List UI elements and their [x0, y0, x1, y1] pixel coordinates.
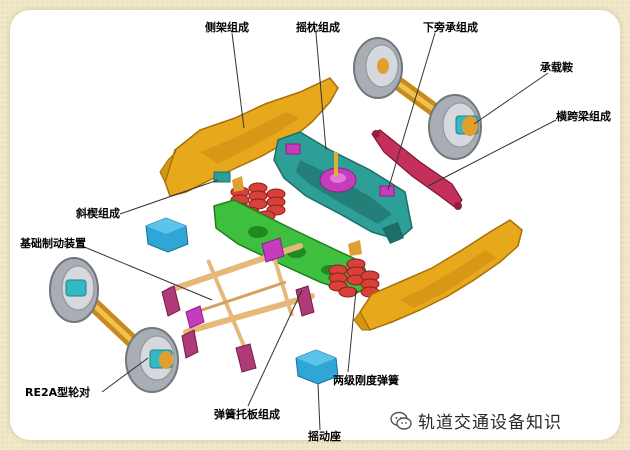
brake-cross-rod: [195, 280, 287, 314]
leader-wheelset: [101, 357, 149, 393]
side-frame-left: [159, 77, 339, 197]
brake-lever-mid: [185, 305, 205, 329]
leader-side-frame: [231, 32, 245, 129]
leader-rocker-seat: [317, 383, 321, 431]
cross-beam-end-top: [372, 130, 380, 138]
side-frame-left-window: [200, 112, 300, 164]
side-frame-right: [353, 219, 523, 331]
label-brake: 基础制动装置: [20, 237, 86, 250]
label-adapter: 承载鞍: [540, 61, 573, 74]
center-pin: [334, 152, 338, 176]
side-frame-right-window: [400, 250, 496, 308]
bolster-shadow: [296, 160, 392, 224]
label-wedge: 斜楔组成: [76, 207, 120, 220]
cross-beam-end-bottom: [454, 202, 462, 210]
front-axle-end: [159, 351, 173, 369]
leader-bolster: [315, 32, 327, 151]
wedge-upper: [232, 176, 244, 192]
brake-shoe-4: [295, 285, 315, 317]
wheelset-front: [49, 257, 179, 393]
brake-rigging: [161, 237, 315, 373]
leader-side-bearing: [387, 32, 436, 191]
brake-shoe-1: [161, 285, 181, 317]
watermark-text: 轨道交通设备知识: [418, 413, 562, 433]
spring-plank-hole-1: [248, 226, 268, 238]
label-bolster: 摇枕组成: [296, 21, 340, 34]
label-rocker-seat: 摇动座: [308, 430, 341, 443]
brake-shoe-2: [181, 329, 199, 359]
cross-beam: [371, 129, 463, 210]
spring-group-lower: [328, 240, 380, 298]
leader-lines: [81, 32, 557, 431]
label-cross-beam: 横跨梁组成: [556, 110, 611, 123]
label-side-frame: 侧架组成: [205, 21, 249, 34]
bolster: [273, 131, 413, 244]
leader-brake: [81, 245, 213, 301]
rear-wheel-left-axle-end: [377, 58, 389, 74]
leader-wedge: [119, 179, 219, 215]
label-spring-plank: 弹簧托板组成: [214, 408, 280, 421]
brake-shoe-3: [235, 343, 257, 373]
side-frame-right-end: [353, 311, 371, 331]
label-side-bearing: 下旁承组成: [423, 21, 478, 34]
front-adapter-left: [65, 279, 87, 297]
wechat-icon: [390, 411, 412, 430]
leader-spring-plank: [247, 289, 303, 407]
wedge-lower: [348, 240, 362, 256]
rocker-seats: [145, 217, 339, 385]
leader-spring: [347, 289, 357, 373]
side-frame-right-body: [359, 219, 523, 331]
label-spring: 两级刚度弹簧: [333, 374, 399, 387]
bolster-side-bearing-right: [379, 185, 395, 197]
label-wheelset: RE2A型轮对: [25, 386, 91, 399]
brake-lever-top: [261, 237, 285, 263]
rear-axle-end: [462, 116, 478, 136]
leader-adapter: [473, 72, 549, 125]
bolster-side-bearing-left: [285, 143, 301, 155]
brake-beam-lower: [183, 293, 315, 335]
rocker-seat-left-top: [146, 218, 186, 234]
bolster-end-right: [382, 222, 404, 244]
wheelset-rear: [353, 37, 482, 160]
rocker-seat-right-top: [296, 350, 336, 366]
side-frame-left-end: [159, 148, 177, 184]
side-frame-left-wedge-pocket: [213, 171, 231, 183]
leader-cross-beam: [427, 119, 557, 187]
watermark: 轨道交通设备知识: [390, 408, 562, 433]
